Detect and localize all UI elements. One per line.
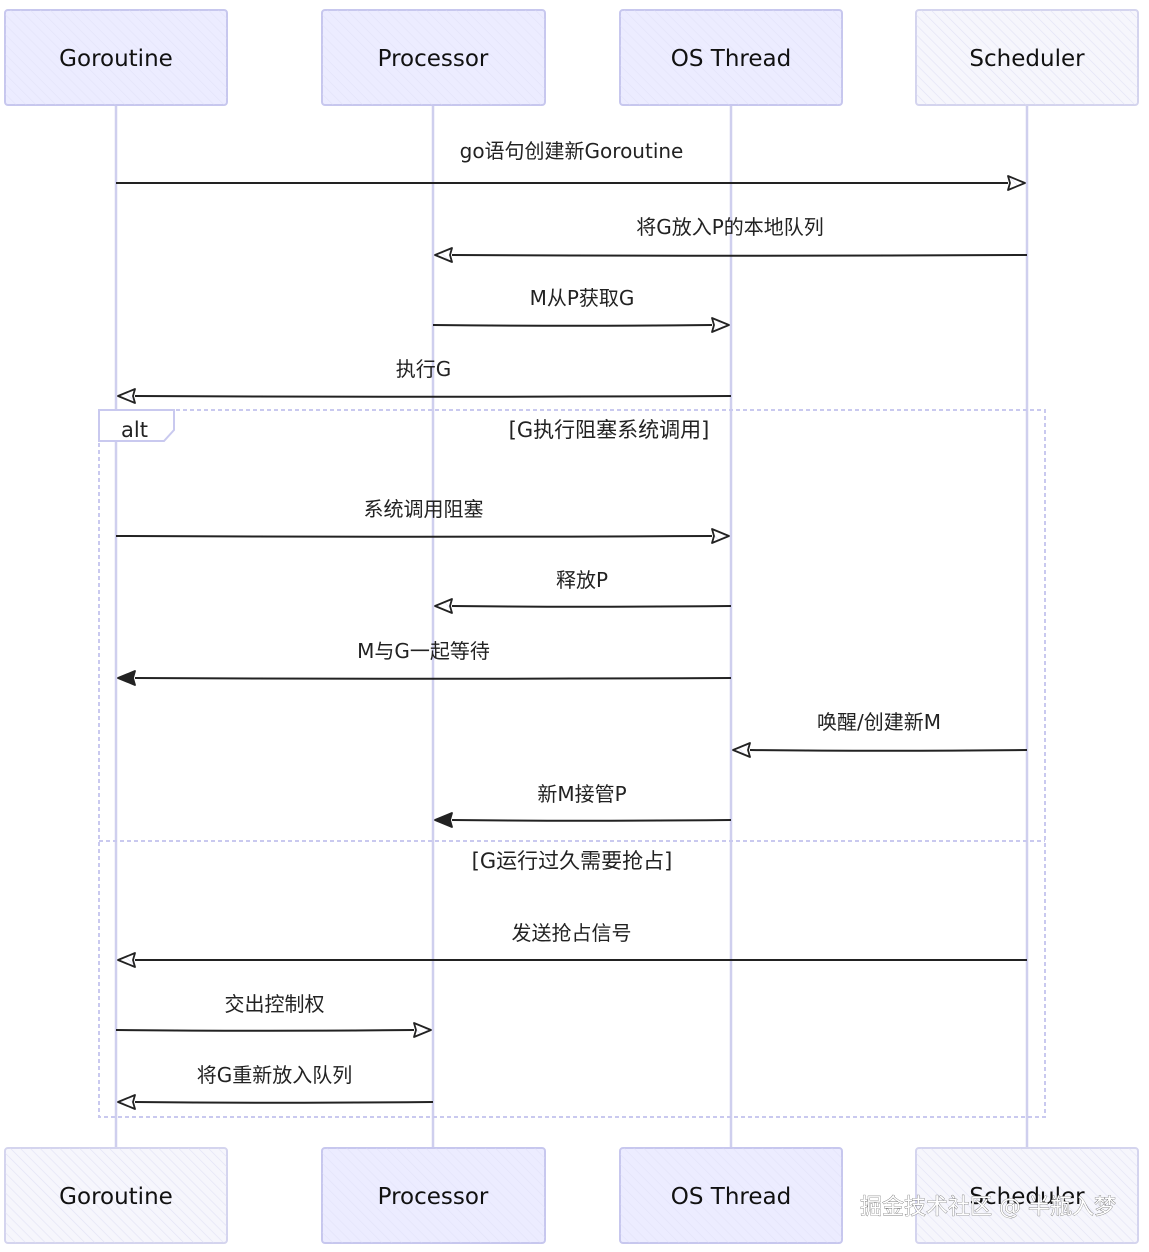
- lifelines: [114, 105, 1029, 1148]
- message-takeover-label: 新M接管P: [537, 782, 626, 806]
- message-yield-label: 交出控制权: [225, 992, 325, 1016]
- actor-osthread-bottom: OS Thread: [619, 1147, 843, 1244]
- message-enqueue-arrow-head: [434, 247, 453, 263]
- message-signal: 发送抢占信号: [117, 921, 1028, 968]
- message-exec-arrow-head: [117, 388, 136, 404]
- actors-top: Goroutine Processor OS Thread Scheduler: [4, 9, 1139, 106]
- alt-keyword-tab: [98, 409, 175, 442]
- message-fetch: M从P获取G: [432, 286, 730, 333]
- watermark: 掘金技术社区 @ 半瓶入梦: [860, 1195, 1116, 1220]
- message-wake-arrow: [749, 749, 1028, 752]
- message-takeover-arrow-head: [434, 812, 453, 828]
- message-enqueue: 将G放入P的本地队列: [434, 215, 1028, 263]
- message-takeover: 新M接管P: [434, 782, 732, 828]
- message-signal-arrow: [134, 959, 1028, 962]
- message-syscall-label: 系统调用阻塞: [364, 497, 484, 521]
- message-release: 释放P: [434, 568, 732, 614]
- message-create-arrow: [115, 182, 1009, 185]
- message-create-label: go语句创建新Goroutine: [460, 139, 684, 163]
- message-enqueue-label: 将G放入P的本地队列: [636, 215, 824, 239]
- actor-processor-label-bottom: Processor: [378, 1184, 489, 1210]
- message-exec-arrow: [134, 395, 732, 398]
- actor-goroutine-bottom: Goroutine: [4, 1147, 228, 1244]
- message-create-arrow-head: [1007, 175, 1026, 191]
- actor-scheduler-label: Scheduler: [969, 46, 1085, 72]
- message-release-arrow: [451, 605, 732, 608]
- actor-scheduler-top: Scheduler: [915, 9, 1139, 106]
- message-fetch-arrow: [432, 324, 713, 327]
- message-exec-label: 执行G: [396, 357, 452, 381]
- messages: go语句创建新Goroutine 将G放入P的本地队列 M从P获取G 执行G 系…: [115, 139, 1028, 1110]
- actor-processor-top: Processor: [321, 9, 546, 106]
- message-create: go语句创建新Goroutine: [115, 139, 1026, 191]
- message-wait-arrow-head: [117, 670, 136, 686]
- alt-keyword: alt: [121, 418, 148, 442]
- actor-goroutine-label: Goroutine: [59, 46, 173, 72]
- actor-goroutine-label-bottom: Goroutine: [59, 1184, 173, 1210]
- actor-scheduler-bottom: Scheduler: [915, 1147, 1139, 1244]
- alt-frame: alt [G执行阻塞系统调用] [G运行过久需要抢占]: [98, 409, 1046, 1118]
- message-requeue-arrow: [134, 1101, 434, 1104]
- alt-frame-border: [98, 409, 1046, 1118]
- message-requeue: 将G重新放入队列: [117, 1063, 434, 1110]
- message-release-label: 释放P: [556, 568, 608, 592]
- message-yield-arrow: [115, 1029, 415, 1032]
- message-wake-label: 唤醒/创建新M: [817, 710, 941, 734]
- actor-osthread-label-bottom: OS Thread: [671, 1184, 791, 1210]
- message-wake-arrow-head: [732, 742, 751, 758]
- actor-processor-label: Processor: [378, 46, 489, 72]
- alt-condition-blocking: [G执行阻塞系统调用]: [509, 418, 710, 442]
- message-fetch-label: M从P获取G: [530, 286, 635, 310]
- message-yield-arrow-head: [413, 1022, 432, 1038]
- message-signal-arrow-head: [117, 952, 136, 968]
- message-wake: 唤醒/创建新M: [732, 710, 1028, 758]
- actors-bottom: Goroutine Processor OS Thread Scheduler: [4, 1147, 1139, 1244]
- actor-osthread-top: OS Thread: [619, 9, 843, 106]
- message-fetch-arrow-head: [711, 317, 730, 333]
- actor-processor-bottom: Processor: [321, 1147, 546, 1244]
- message-yield: 交出控制权: [115, 992, 432, 1038]
- message-syscall: 系统调用阻塞: [115, 497, 730, 544]
- message-requeue-label: 将G重新放入队列: [197, 1063, 353, 1087]
- alt-condition-preempt: [G运行过久需要抢占]: [472, 849, 673, 873]
- message-exec: 执行G: [117, 357, 732, 404]
- message-syscall-arrow-head: [711, 528, 730, 544]
- message-signal-label: 发送抢占信号: [512, 921, 632, 945]
- message-enqueue-arrow: [451, 254, 1028, 257]
- message-wait: M与G一起等待: [117, 639, 732, 686]
- message-wait-arrow: [134, 677, 732, 680]
- actor-osthread-label: OS Thread: [671, 46, 791, 72]
- message-takeover-arrow: [451, 819, 732, 822]
- message-release-arrow-head: [434, 598, 453, 614]
- message-wait-label: M与G一起等待: [357, 639, 490, 663]
- message-requeue-arrow-head: [117, 1094, 136, 1110]
- actor-scheduler-label-bottom: Scheduler: [969, 1184, 1085, 1210]
- message-syscall-arrow: [115, 535, 713, 538]
- actor-goroutine-top: Goroutine: [4, 9, 228, 106]
